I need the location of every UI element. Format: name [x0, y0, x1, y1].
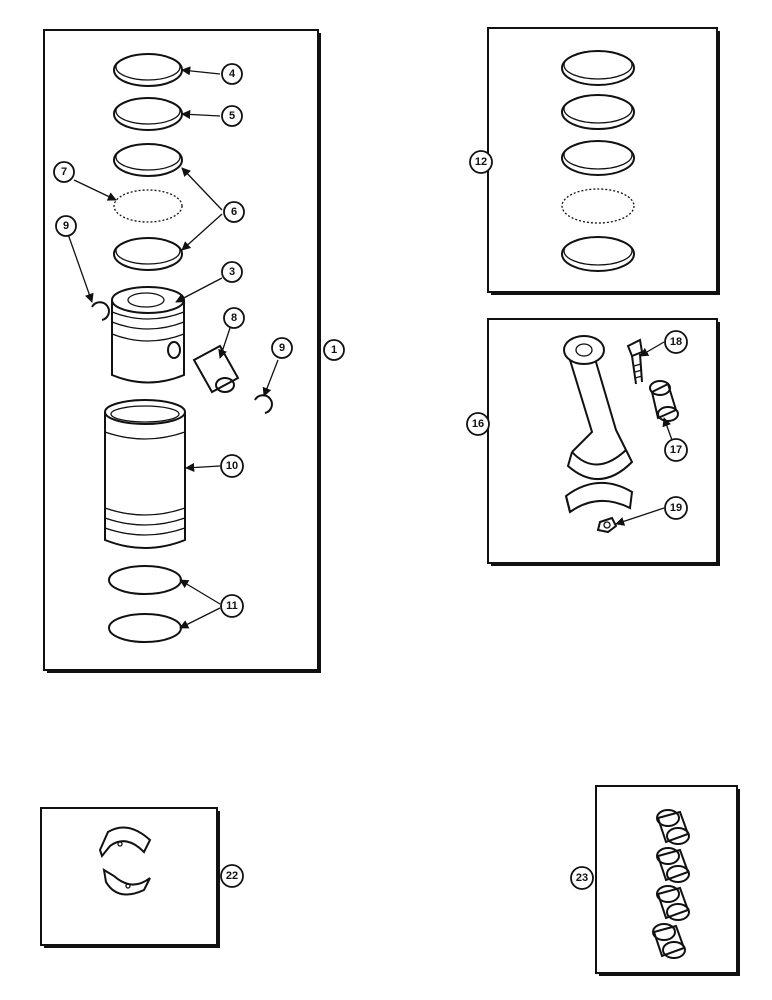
- callout-16-label: 16: [472, 418, 484, 430]
- callout-9-left-label: 9: [63, 220, 69, 232]
- bearing-cap-icon: [564, 481, 634, 514]
- callout-22: 22: [220, 864, 244, 888]
- piston-ring-icon: [113, 143, 183, 177]
- callout-19: 19: [664, 496, 688, 520]
- connecting-rod-icon: [563, 335, 634, 481]
- callout-9-right: 9: [271, 337, 293, 359]
- callout-3-label: 3: [229, 266, 235, 278]
- callout-5-label: 5: [229, 110, 235, 122]
- callout-7: 7: [53, 161, 75, 183]
- bushing-icon: [656, 809, 690, 845]
- callout-18: 18: [664, 330, 688, 354]
- bushing-icon: [656, 885, 690, 921]
- callout-3: 3: [221, 261, 243, 283]
- oil-ring-expander-icon: [113, 189, 183, 223]
- panel-ring-set: [487, 27, 720, 295]
- callout-23-label: 23: [576, 872, 588, 884]
- nut-icon: [596, 516, 618, 534]
- callout-11: 11: [220, 594, 244, 618]
- callout-9-left: 9: [55, 215, 77, 237]
- callout-17-label: 17: [670, 444, 682, 456]
- cylinder-sleeve-icon: [104, 399, 186, 549]
- callout-19-label: 19: [670, 502, 682, 514]
- callout-18-label: 18: [670, 336, 682, 348]
- callout-8-label: 8: [231, 312, 237, 324]
- oil-ring-expander-icon: [561, 188, 635, 224]
- piston-ring-icon: [561, 50, 635, 86]
- piston-ring-icon: [561, 94, 635, 130]
- callout-4-label: 4: [229, 68, 236, 80]
- callout-1: 1: [323, 339, 345, 361]
- bushing-icon: [656, 847, 690, 883]
- panel-bushings: [595, 785, 740, 976]
- callout-8: 8: [223, 307, 245, 329]
- callout-7-label: 7: [61, 166, 67, 178]
- bearing-shell-icon: [102, 868, 151, 896]
- piston-ring-icon: [561, 140, 635, 176]
- callout-17: 17: [664, 438, 688, 462]
- piston-ring-icon: [561, 236, 635, 272]
- panel-bearing-shells: [40, 807, 220, 948]
- bearing-shell-icon: [98, 826, 152, 859]
- callout-1-label: 1: [331, 344, 337, 356]
- callout-10-label: 10: [226, 460, 238, 472]
- callout-4: 4: [221, 63, 243, 85]
- callout-22-label: 22: [226, 870, 238, 882]
- callout-12-label: 12: [475, 156, 487, 168]
- callout-6-label: 6: [231, 206, 237, 218]
- callout-10: 10: [220, 454, 244, 478]
- retaining-ring-icon: [254, 394, 273, 414]
- callout-6: 6: [223, 201, 245, 223]
- callout-11-label: 11: [226, 600, 238, 612]
- piston-ring-icon: [113, 237, 183, 271]
- callout-16: 16: [466, 412, 490, 436]
- callout-9-right-label: 9: [279, 342, 285, 354]
- callout-12: 12: [469, 150, 493, 174]
- piston-pin-icon: [192, 344, 240, 394]
- callout-5: 5: [221, 105, 243, 127]
- callout-23: 23: [570, 866, 594, 890]
- retaining-ring-icon: [91, 301, 110, 321]
- bushing-icon: [652, 923, 686, 959]
